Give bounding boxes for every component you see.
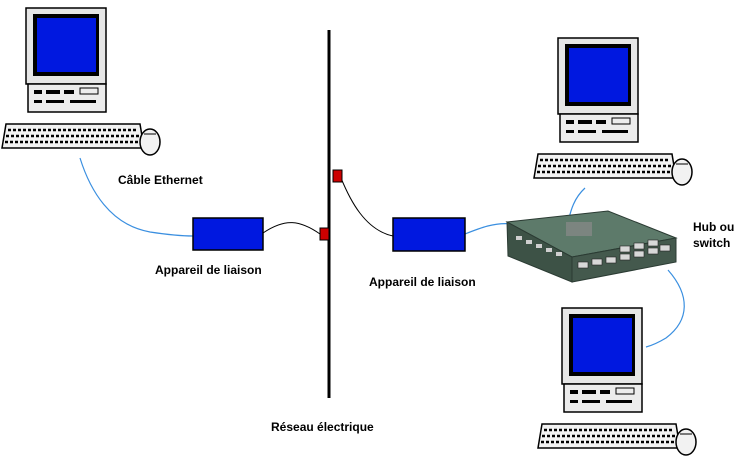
- hub-label-line1: Hub ou: [693, 220, 734, 234]
- computer-left: [0, 6, 162, 157]
- hub-label-line2: switch: [693, 236, 730, 250]
- cable-left-adapter-outlet: [262, 222, 321, 235]
- cable-right-adapter-hub: [464, 223, 513, 235]
- outlet-lower: [319, 227, 330, 241]
- computer-top-right: [532, 36, 694, 187]
- cable-hub-bottom-pc: [645, 269, 685, 348]
- network-label: Réseau électrique: [271, 420, 374, 434]
- cable-left-pc: [79, 157, 194, 237]
- cable-outlet-right-adapter: [340, 177, 394, 237]
- hub-switch: [505, 210, 678, 283]
- ethernet-cables: [79, 157, 685, 348]
- adapter-right: [392, 217, 466, 252]
- power-cables: [262, 177, 394, 237]
- adapter-left: [192, 217, 264, 251]
- adapter-left-label: Appareil de liaison: [155, 263, 262, 277]
- adapter-right-label: Appareil de liaison: [369, 275, 476, 289]
- computer-bottom-right: [536, 306, 698, 457]
- cable-label: Câble Ethernet: [118, 173, 203, 187]
- outlet-upper: [332, 169, 343, 183]
